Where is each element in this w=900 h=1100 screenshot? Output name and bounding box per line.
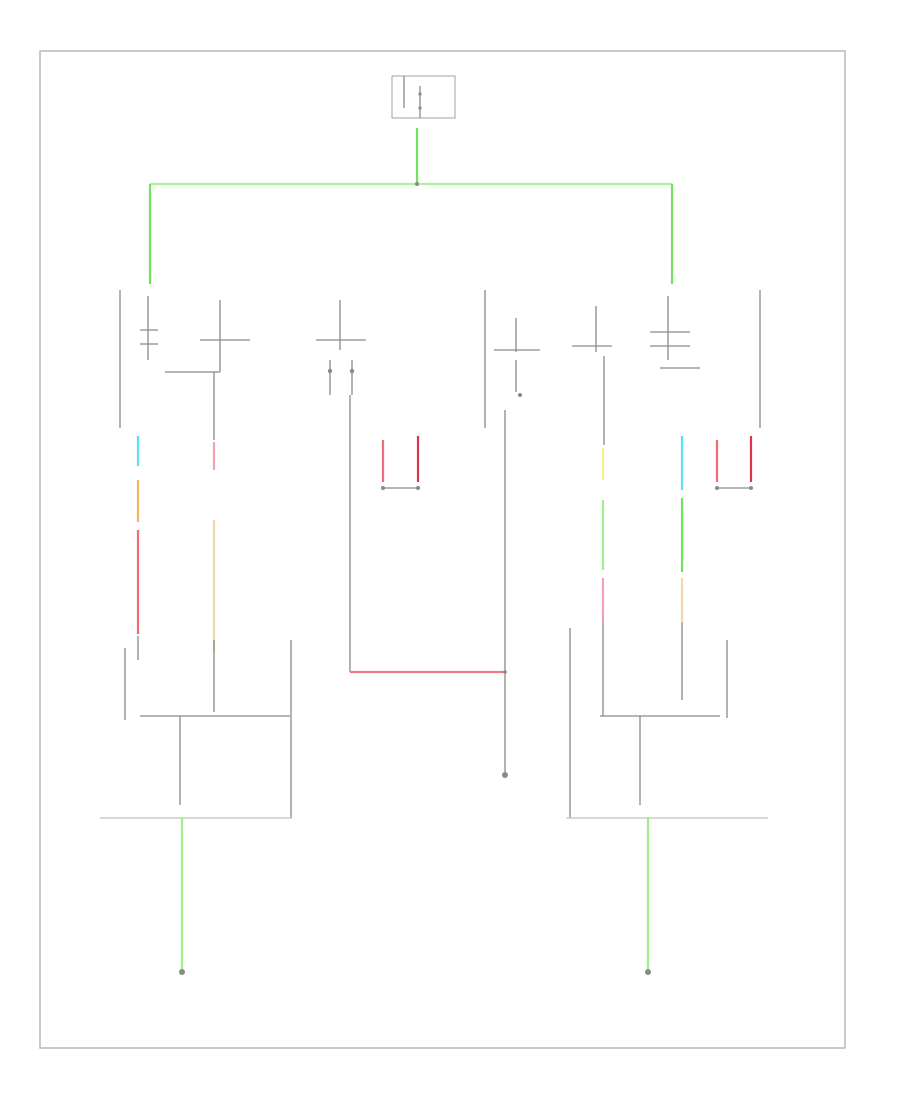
switch-row: [119, 290, 761, 445]
power-bus: [148, 128, 674, 284]
connector-blocks: [381, 436, 753, 490]
power-source-box: [391, 75, 456, 119]
ground-branches: [179, 818, 651, 975]
right-wires: [566, 436, 768, 819]
diagram-frame: [39, 50, 846, 1049]
center-circuit: [349, 395, 508, 778]
left-wires: [100, 372, 292, 819]
